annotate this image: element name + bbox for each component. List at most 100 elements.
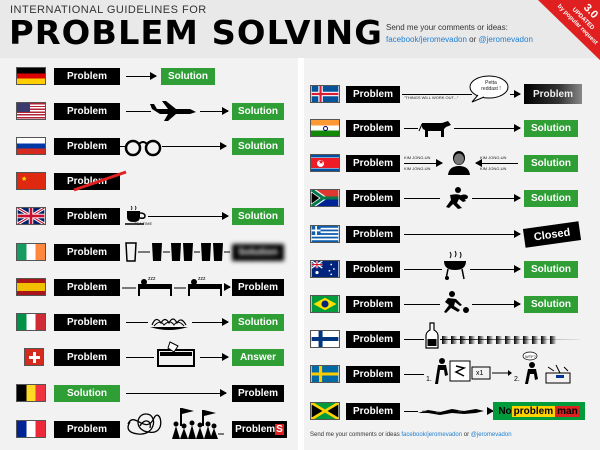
- finland-flag-icon: [310, 330, 340, 348]
- row-greece: Problem Closed: [310, 221, 595, 248]
- row-usa: Problem Solution: [16, 100, 296, 122]
- problem-box: Problem: [54, 208, 120, 225]
- arrow-icon: [470, 265, 521, 273]
- row-spain: Problem zzz zzz Problem: [16, 276, 296, 298]
- belgium-flag-icon: [16, 384, 46, 402]
- problem-box: Problem: [346, 331, 400, 348]
- drone-icon: [150, 101, 196, 121]
- solution-box: Solution: [54, 385, 120, 402]
- footer-contact: Send me your comments or ideas facebook/…: [310, 432, 512, 438]
- shot-glasses-fading-icon: [440, 336, 580, 344]
- problem-box: Problem: [346, 296, 400, 313]
- arrow-icon: [192, 318, 229, 326]
- uk-flag-icon: [16, 207, 46, 225]
- cow-icon: [418, 121, 451, 137]
- row-finland: Problem: [310, 322, 595, 350]
- arrow-icon: [126, 389, 227, 397]
- spaghetti-icon: [150, 318, 188, 330]
- italy-flag-icon: [16, 313, 46, 331]
- spain-flag-icon: [16, 278, 46, 296]
- footer-text: Send me your comments or ideas: [310, 432, 402, 438]
- line: [126, 357, 154, 358]
- row-italy: Problem Solution: [16, 311, 296, 333]
- barbecue-grill-icon: [444, 250, 466, 280]
- arrow-icon: [200, 353, 229, 361]
- line: [404, 339, 424, 340]
- problems-prefix: Problem: [235, 424, 276, 435]
- speech-bubble-icon: [469, 75, 509, 103]
- tea-time-label: TEA TIME: [134, 221, 153, 226]
- russia-flag-icon: [16, 137, 46, 155]
- line: [404, 269, 442, 270]
- row-china: ★ Problem: [16, 170, 296, 192]
- sleeping-bed-icon: zzz zzz: [122, 276, 222, 296]
- problem-box: Problem: [54, 103, 120, 120]
- x1-label: x1: [476, 370, 484, 377]
- handcuffs-icon: [124, 139, 162, 157]
- row-sweden: Problem 1. x1 2. WTF?: [310, 351, 595, 385]
- kim-label: KIM JONG-UN: [404, 166, 431, 171]
- north-korea-flag-icon: ★: [310, 154, 340, 172]
- closed-box: Closed: [522, 221, 582, 248]
- problem-label: problem: [511, 405, 556, 417]
- beer-glasses-icon: [125, 242, 230, 262]
- line: [126, 111, 151, 112]
- china-flag-icon: ★: [16, 172, 46, 190]
- south-africa-flag-icon: [310, 189, 340, 207]
- brazil-flag-icon: [310, 295, 340, 313]
- arrow-icon: [404, 230, 521, 238]
- problem-box: Problem: [54, 349, 120, 366]
- ballot-box-icon: [157, 341, 195, 367]
- blurred-solution-box: Solution: [232, 244, 284, 261]
- wtf-label: WTF?: [525, 354, 537, 359]
- problem-box: Problem: [54, 314, 120, 331]
- twitter-link[interactable]: @jeromevadon: [478, 35, 533, 44]
- smoke-plume-icon: [418, 409, 484, 415]
- sweden-flag-icon: [310, 365, 340, 383]
- updated-badge: 3.0 UPDATED by popular request: [538, 0, 600, 61]
- problem-box: Problem: [346, 226, 400, 243]
- page-title: PROBLEM SOLVING: [9, 13, 383, 52]
- flatpack-assembly-icon: 1. x1 2. WTF?: [426, 351, 571, 384]
- problems-suffix: S: [275, 424, 284, 435]
- problem-box: Problem: [346, 120, 400, 137]
- answer-box: Answer: [232, 349, 284, 366]
- arrow-icon: [472, 300, 521, 308]
- bottle-icon: [425, 322, 439, 349]
- contact-info: Send me your comments or ideas: facebook…: [386, 22, 533, 46]
- line: [404, 128, 418, 129]
- kim-label: KIM JONG-UN: [480, 155, 507, 160]
- tangled-protest-icon: [127, 408, 224, 439]
- row-belgium: Solution Problem: [16, 382, 296, 404]
- leader-portrait-icon: [448, 151, 470, 175]
- usa-flag-icon: [16, 102, 46, 120]
- ireland-flag-icon: [16, 243, 46, 261]
- row-switzerland: Problem Answer: [16, 341, 296, 368]
- step2-label: 2.: [514, 376, 520, 383]
- problem-box: Problem: [54, 68, 120, 85]
- fading-problem-box: Problem: [524, 84, 582, 104]
- kim-label: KIM JONG-UN: [404, 155, 431, 160]
- arrow-icon: [454, 124, 521, 132]
- row-brazil: Problem Solution: [310, 291, 595, 315]
- subtitle: INTERNATIONAL GUIDELINES FOR: [10, 4, 207, 16]
- solution-box: Solution: [232, 208, 284, 225]
- problem-box: Problem: [54, 244, 120, 261]
- france-flag-icon: [16, 420, 46, 438]
- teacup-icon: [125, 205, 146, 225]
- footer-twitter-link[interactable]: @jeromevadon: [470, 432, 512, 438]
- solution-box: Solution: [232, 138, 284, 155]
- no-label: No: [498, 405, 512, 417]
- footer-facebook-link[interactable]: facebook/jeromevadon: [401, 432, 463, 438]
- facebook-link[interactable]: facebook/jeromevadon: [386, 35, 467, 44]
- arrow-icon: [510, 90, 521, 98]
- strikethrough-icon: [73, 170, 127, 192]
- greece-flag-icon: [310, 225, 340, 243]
- switzerland-flag-icon: [24, 348, 44, 366]
- line: [404, 374, 424, 375]
- india-flag-icon: [310, 119, 340, 137]
- row-ireland: Problem Solution: [16, 241, 296, 263]
- rugby-player-icon: [446, 187, 468, 209]
